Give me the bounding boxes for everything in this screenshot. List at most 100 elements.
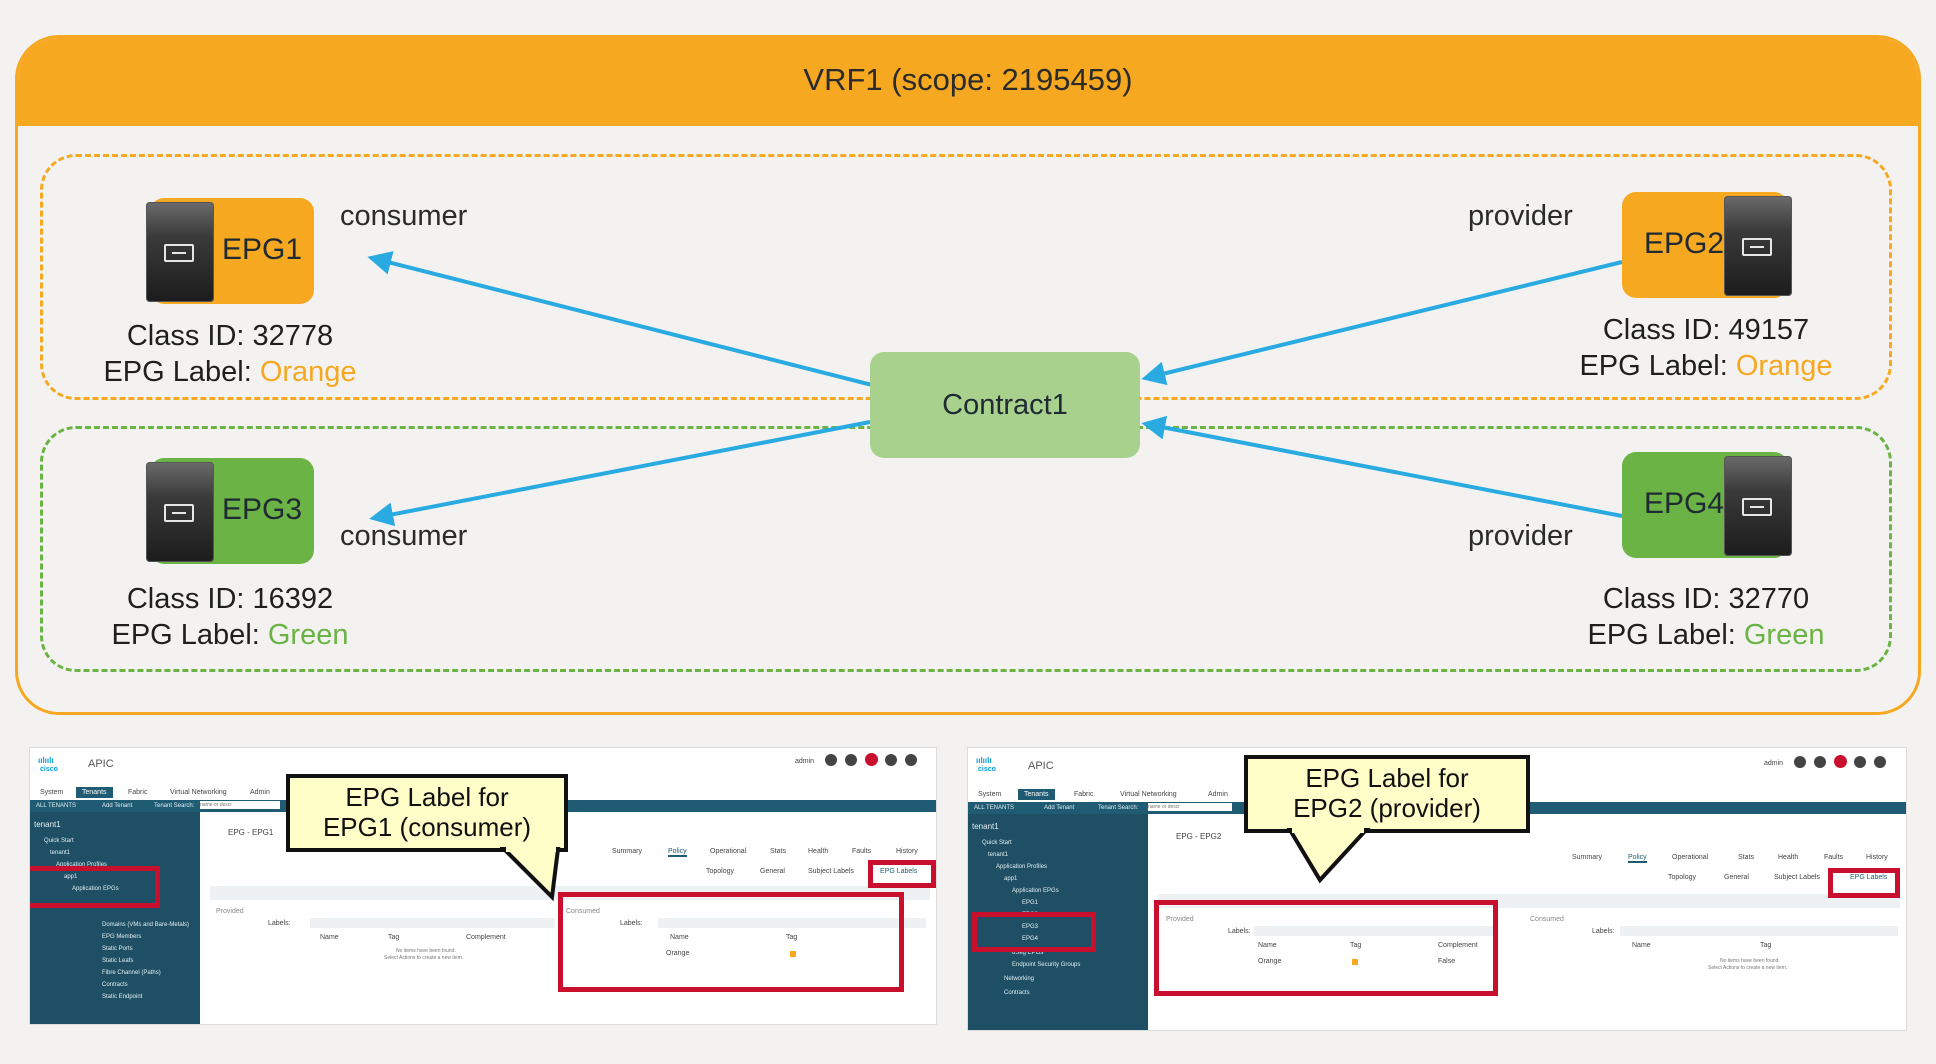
nav-admin[interactable]: Admin [1208,791,1228,798]
provided-labels: Labels: [1228,928,1251,935]
tab-summary[interactable]: Summary [1572,854,1602,861]
gear-icon[interactable] [885,754,897,766]
tree-static-endpoint[interactable]: Static Endpoint [102,994,143,1000]
nav-fabric[interactable]: Fabric [128,789,148,796]
provided-labels: Labels: [268,920,291,927]
nav-virtual-networking[interactable]: Virtual Networking [170,789,227,796]
col-tag[interactable]: Tag [388,934,400,941]
tree-application-epgs[interactable]: Application EPGs [72,886,119,892]
nav-fabric[interactable]: Fabric [1074,791,1094,798]
vrf-container: VRF1 (scope: 2195459) [15,35,1921,715]
tenant-search-input[interactable] [200,801,280,809]
epg2-class-id: Class ID: 49157 [1602,314,1810,346]
tree-fibre-channel[interactable]: Fibre Channel (Paths) [102,970,161,976]
tab-faults[interactable]: Faults [1824,854,1844,861]
search-icon[interactable] [1794,756,1806,768]
tree-quick-start[interactable]: Quick Start [982,840,1012,846]
col-complement[interactable]: Complement [466,934,506,941]
sub-add-tenant[interactable]: Add Tenant [102,803,133,809]
user-icon[interactable] [1874,756,1886,768]
tenant-search-input[interactable] [1148,803,1232,811]
tree-application-epgs[interactable]: Application EPGs [1012,888,1059,894]
tree-epg-members[interactable]: EPG Members [102,934,142,940]
tree-useg-epgs[interactable]: uSeg EPGs [1012,950,1044,956]
tree-epg3[interactable]: EPG3 [1022,924,1039,930]
tree-application-profiles[interactable]: Application Profiles [996,864,1048,870]
tree-tenant1[interactable]: tenant1 [50,850,71,856]
empty-hint: Select Actions to create a new item. [384,955,464,961]
callout-epg2-line1: EPG Label for [1305,763,1469,793]
user-name[interactable]: admin [795,758,815,765]
sub-all-tenants[interactable]: ALL TENANTS [36,803,77,809]
arrow-contract-to-epg1 [367,251,873,387]
user-name[interactable]: admin [1764,760,1784,767]
cisco-logo-text: cisco [978,766,996,773]
user-icon[interactable] [905,754,917,766]
tab-operational[interactable]: Operational [710,848,747,855]
tab-faults[interactable]: Faults [852,848,872,855]
tab-operational[interactable]: Operational [1672,854,1709,861]
nav-tenants[interactable]: Tenants [1018,789,1055,800]
epg1-name: EPG1 [222,233,303,266]
search-icon[interactable] [825,754,837,766]
tree-static-ports[interactable]: Static Ports [102,946,133,952]
col-complement[interactable]: Complement [1438,942,1478,949]
subtab-general[interactable]: General [760,868,785,875]
tree-tenant1[interactable]: tenant1 [988,852,1009,858]
tree-endpoint-security-groups[interactable]: Endpoint Security Groups [1012,962,1081,968]
subtab-topology[interactable]: Topology [706,868,735,875]
tree-epg1[interactable]: EPG1 [1022,900,1039,906]
subtab-subject-labels[interactable]: Subject Labels [808,868,854,875]
tree-app1[interactable]: app1 [64,874,78,880]
col-name[interactable]: Name [1258,942,1277,949]
tree-quick-start[interactable]: Quick Start [44,838,74,844]
alert-icon[interactable] [865,753,878,766]
epg3-name: EPG3 [222,493,303,526]
tab-history[interactable]: History [1866,854,1888,861]
subtab-subject-labels[interactable]: Subject Labels [1774,874,1820,881]
col-tag[interactable]: Tag [786,934,798,941]
arrow-epg4-to-contract [1141,415,1623,518]
subtab-topology[interactable]: Topology [1668,874,1697,881]
nav-system[interactable]: System [40,789,64,796]
tree-networking[interactable]: Networking [1004,976,1035,982]
tree-static-leafs[interactable]: Static Leafs [102,958,134,964]
col-name[interactable]: Name [670,934,689,941]
gear-icon[interactable] [1854,756,1866,768]
tree-epg4[interactable]: EPG4 [1022,936,1039,942]
alert-icon[interactable] [1834,755,1847,768]
col-tag[interactable]: Tag [1760,942,1772,949]
video-icon[interactable] [1814,756,1826,768]
nav-tenants[interactable]: Tenants [76,787,113,798]
epg4-name: EPG4 [1644,487,1725,520]
tree-domains[interactable]: Domains (VMs and Bare-Metals) [102,922,190,928]
col-name[interactable]: Name [320,934,339,941]
sub-add-tenant[interactable]: Add Tenant [1044,805,1075,811]
subtab-epg-labels[interactable]: EPG Labels [1850,874,1888,881]
col-tag[interactable]: Tag [1350,942,1362,949]
tab-policy[interactable]: Policy [668,848,687,857]
epg3-info: Class ID: 16392 EPG Label: Green [60,581,400,653]
video-icon[interactable] [845,754,857,766]
highlight-tree-epgs [30,866,160,908]
col-name[interactable]: Name [1632,942,1651,949]
subtab-general[interactable]: General [1724,874,1749,881]
subtab-epg-labels[interactable]: EPG Labels [880,868,918,875]
tab-health[interactable]: Health [1778,854,1799,861]
nav-virtual-networking[interactable]: Virtual Networking [1120,791,1177,798]
server-icon [146,462,214,562]
nav-admin[interactable]: Admin [250,789,270,796]
tree-app1[interactable]: app1 [1004,876,1018,882]
tab-health[interactable]: Health [808,848,829,855]
tab-stats[interactable]: Stats [1738,854,1754,861]
tree-application-profiles[interactable]: Application Profiles [56,862,108,868]
navigation-tree: tenant1 Quick Start tenant1 Application … [30,812,200,1024]
tree-contracts[interactable]: Contracts [1004,990,1030,996]
tab-summary[interactable]: Summary [612,848,642,855]
tab-history[interactable]: History [896,848,918,855]
tab-stats[interactable]: Stats [770,848,786,855]
tab-policy[interactable]: Policy [1628,854,1647,863]
sub-all-tenants[interactable]: ALL TENANTS [974,805,1015,811]
tree-contracts[interactable]: Contracts [102,982,128,988]
nav-system[interactable]: System [978,791,1002,798]
